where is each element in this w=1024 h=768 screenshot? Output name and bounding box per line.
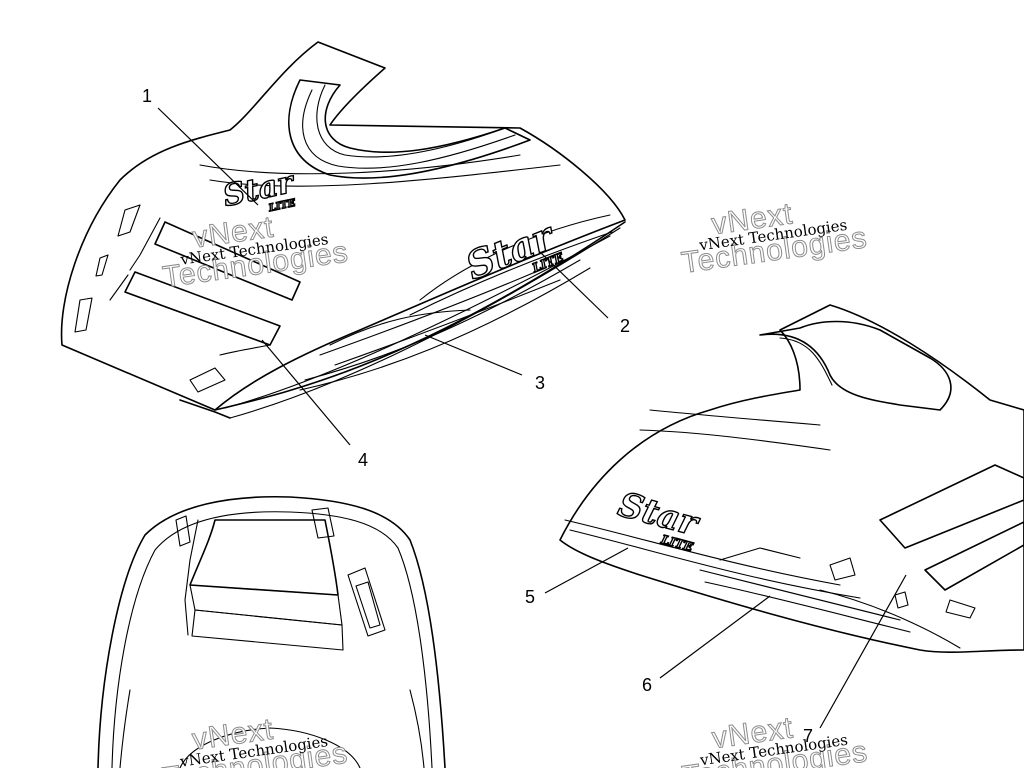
callout-3: 3 — [535, 373, 545, 393]
watermark-top-right: vNext Technologies vNext Technologies — [679, 197, 870, 281]
callout-1: 1 — [142, 86, 152, 106]
watermark-top-left: vNext Technologies vNext Technologies — [160, 210, 351, 295]
callout-7: 7 — [803, 726, 813, 746]
callout-4: 4 — [358, 450, 368, 470]
watermark-bottom-right: vNext Technologies vNext Technologies — [680, 711, 871, 768]
hood-side-view: Star LITE — [559, 304, 1024, 654]
hood-front-view: Star LITE Star LITE — [60, 41, 626, 419]
callout-2: 2 — [620, 316, 630, 336]
decal-logo-hood1-side: Star LITE — [459, 211, 567, 289]
callout-5: 5 — [525, 587, 535, 607]
callout-6: 6 — [642, 675, 652, 695]
svg-text:vNext: vNext — [709, 197, 794, 241]
watermark-bottom-left: vNext Technologies vNext Technologies — [160, 712, 351, 768]
hood-top-view — [97, 495, 446, 768]
leader-lines — [157, 107, 907, 729]
callout-numbers: 1 2 3 4 5 6 7 — [142, 86, 813, 746]
svg-text:Star: Star — [459, 212, 562, 288]
